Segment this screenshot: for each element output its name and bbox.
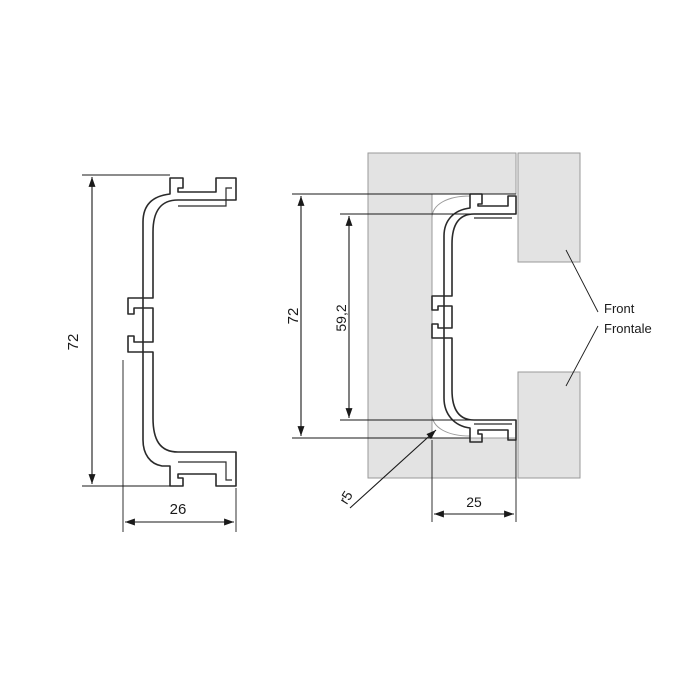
right-592-label: 59,2 bbox=[333, 304, 349, 331]
front-callout-label: Front bbox=[604, 301, 635, 316]
right-profile-outline bbox=[431, 193, 517, 443]
right-25-label: 25 bbox=[466, 494, 482, 510]
left-profile-inner-line-bottom bbox=[178, 461, 232, 481]
front-panel-bottom bbox=[517, 371, 581, 479]
r5-leader-line bbox=[349, 429, 437, 509]
r5-label: r5 bbox=[336, 488, 356, 507]
frontale-callout-label: Frontale bbox=[604, 321, 652, 336]
left-profile-view: 72 26 bbox=[65, 174, 237, 532]
front-callout-line-top bbox=[565, 249, 599, 313]
left-profile-outline bbox=[127, 177, 237, 487]
left-26-label: 26 bbox=[170, 501, 187, 518]
left-72-label: 72 bbox=[65, 334, 82, 351]
right-installed-view: 72 59,2 25 r5 Front Frontale bbox=[285, 152, 652, 522]
front-callout-line-bottom bbox=[565, 325, 599, 387]
right-72-label: 72 bbox=[285, 308, 302, 325]
left-profile-inner-line bbox=[178, 187, 232, 207]
front-panel-top bbox=[517, 152, 581, 263]
